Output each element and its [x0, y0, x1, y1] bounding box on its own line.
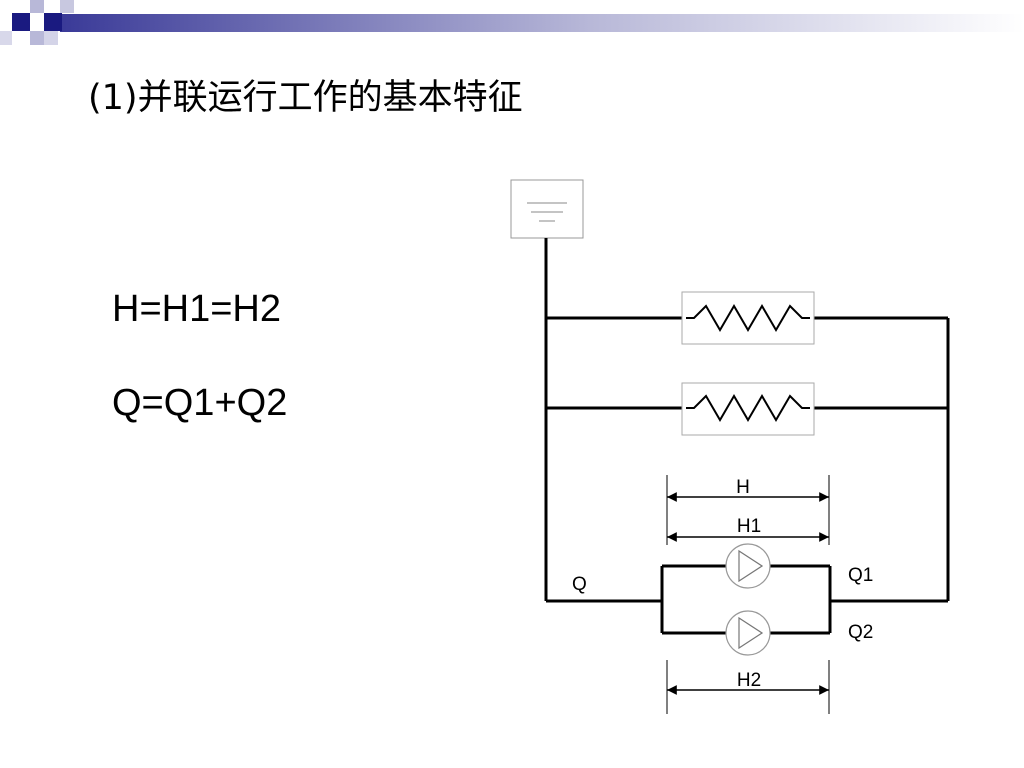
header-gradient-bar	[60, 14, 1024, 32]
head-formula: H=H1=H2	[112, 288, 281, 330]
label-h: H	[736, 477, 750, 498]
header-decoration	[0, 0, 1024, 45]
label-q2: Q2	[848, 622, 873, 643]
label-q: Q	[572, 574, 587, 595]
flow-formula: Q=Q1+Q2	[112, 382, 288, 424]
corner-square	[44, 31, 58, 45]
heater-icon	[681, 382, 815, 436]
slide-title: (1)并联运行工作的基本特征	[88, 78, 523, 118]
label-q1: Q1	[848, 565, 873, 586]
corner-square	[30, 31, 44, 45]
corner-square	[12, 13, 30, 31]
label-h2: H2	[737, 670, 761, 691]
corner-square	[0, 31, 12, 45]
corner-square	[30, 0, 44, 13]
corner-square	[60, 0, 74, 13]
tank-icon	[510, 179, 584, 239]
heater-icon	[681, 291, 815, 345]
corner-square	[44, 13, 62, 31]
pump-icon	[725, 543, 771, 589]
pump-icon	[725, 610, 771, 656]
pipe-network	[544, 238, 950, 635]
label-h1: H1	[737, 516, 761, 537]
